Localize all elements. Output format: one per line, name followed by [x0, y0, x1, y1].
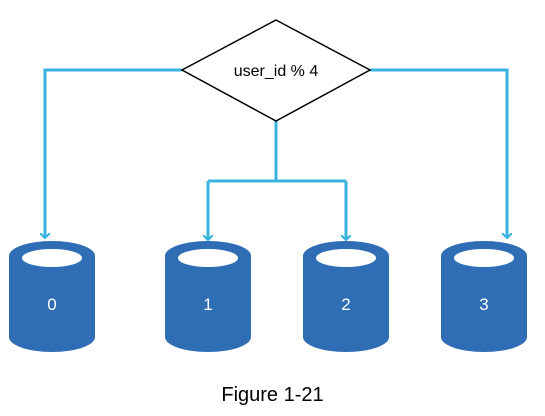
database-icon	[9, 256, 95, 352]
arrow-to-shard-0	[45, 68, 182, 238]
connectors	[45, 68, 507, 240]
arrow-to-shard-3	[370, 68, 507, 238]
database-shard-2: 2	[303, 241, 389, 352]
database-icon	[303, 256, 389, 352]
database-shard-1: 1	[165, 241, 251, 352]
decision-node: user_id % 4	[180, 19, 372, 122]
shard-label: 0	[47, 295, 56, 314]
shard-label: 1	[203, 295, 212, 314]
decision-diamond	[180, 19, 372, 122]
database-top-opening	[454, 249, 514, 267]
database-top-opening	[22, 249, 82, 267]
shard-label: 2	[341, 295, 350, 314]
figure-caption: Figure 1-21	[221, 384, 324, 406]
database-icon	[165, 256, 251, 352]
database-top-opening	[316, 249, 376, 267]
database-icon	[441, 256, 527, 352]
database-top-opening	[178, 249, 238, 267]
database-shard-0: 0	[9, 241, 95, 352]
shard-label: 3	[479, 295, 488, 314]
database-shard-3: 3	[441, 241, 527, 352]
decision-label: user_id % 4	[234, 63, 319, 80]
